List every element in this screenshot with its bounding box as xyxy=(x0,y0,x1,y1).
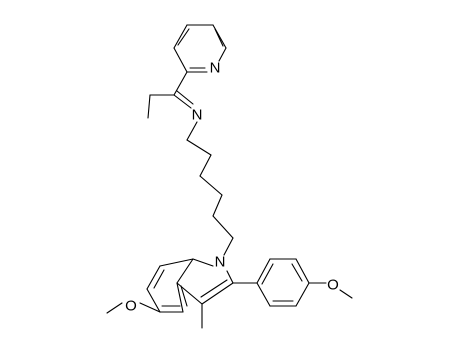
bond xyxy=(173,47,188,73)
atom-label-n-imine: N xyxy=(192,107,203,124)
atom-label-o-phenyl-methoxy: O xyxy=(327,277,339,294)
bond xyxy=(201,282,234,305)
bond xyxy=(223,237,234,256)
pyridine-ring xyxy=(173,24,227,73)
bond xyxy=(200,279,228,298)
bond xyxy=(261,263,274,285)
bond xyxy=(186,121,198,141)
bond xyxy=(153,269,165,289)
bond xyxy=(180,285,188,307)
imine-fragment xyxy=(147,71,194,119)
bond xyxy=(295,282,310,307)
bond xyxy=(256,258,271,284)
methoxyphenyl-ring xyxy=(232,258,353,307)
bond xyxy=(176,90,194,105)
bond xyxy=(173,71,188,96)
bond xyxy=(192,258,214,267)
bond xyxy=(199,154,212,177)
bond xyxy=(218,47,227,62)
bond xyxy=(173,94,192,109)
atom-label-n-pyridine: N xyxy=(210,60,221,77)
indole-core xyxy=(146,258,234,329)
bond xyxy=(176,258,194,284)
atom-label-n-indole: N xyxy=(215,254,226,271)
bond xyxy=(146,288,161,313)
bond xyxy=(212,215,234,239)
bond xyxy=(176,282,184,313)
bond xyxy=(212,24,227,49)
bond xyxy=(147,94,151,119)
bond xyxy=(214,28,224,47)
bond xyxy=(339,289,353,299)
bond xyxy=(186,139,212,156)
bond xyxy=(295,258,310,284)
bond xyxy=(146,265,161,290)
hexyl-chain xyxy=(186,121,234,256)
indole-methoxy xyxy=(106,302,161,314)
bond xyxy=(212,194,223,217)
bond xyxy=(177,28,190,46)
bond xyxy=(199,175,223,196)
bond xyxy=(139,302,161,313)
bond xyxy=(226,270,234,284)
atom-label-o-indole-methoxy: O xyxy=(125,298,137,315)
bond xyxy=(256,282,271,307)
bond xyxy=(106,302,123,314)
bond xyxy=(159,258,194,267)
bond xyxy=(291,263,303,282)
bond xyxy=(173,24,188,49)
